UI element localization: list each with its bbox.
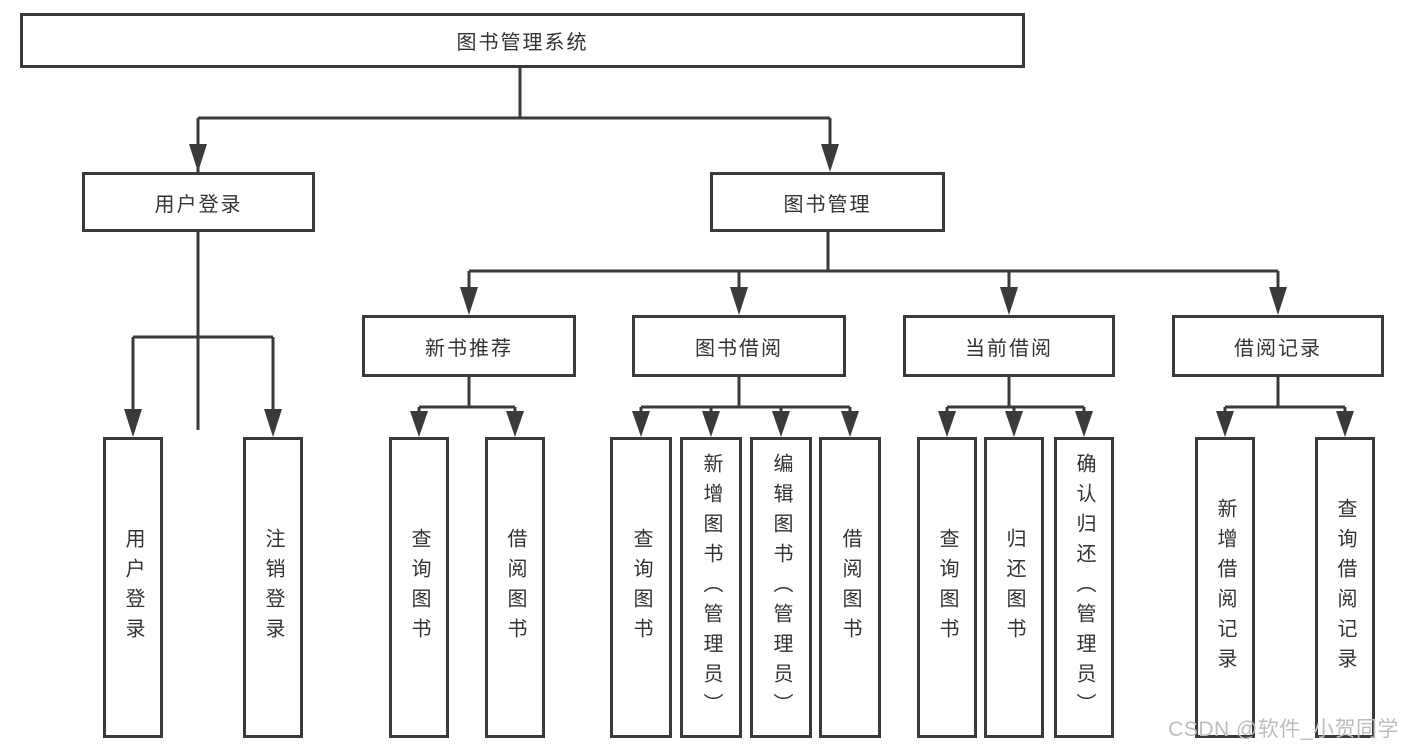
node-user-login: 用户登录: [82, 172, 315, 232]
node-borrow-records: 借阅记录: [1172, 315, 1384, 377]
leaf-add-borrow-record: 新增借阅记录: [1195, 437, 1255, 738]
leaf-label: 编辑图书（管理员）: [770, 452, 792, 723]
leaf-label: 查询图书: [630, 527, 652, 648]
leaf-label: 用户登录: [122, 527, 144, 648]
leaf-query-borrow-record: 查询借阅记录: [1315, 437, 1375, 738]
leaf-label: 注销登录: [262, 527, 284, 648]
leaf-label: 归还图书: [1003, 527, 1025, 648]
leaf-logout: 注销登录: [243, 437, 303, 738]
connector-current-to-leaves: [938, 377, 1093, 437]
leaf-edit-books-admin: 编辑图书（管理员）: [750, 437, 812, 738]
leaf-label: 查询借阅记录: [1334, 497, 1356, 678]
connector-borrow-to-leaves: [632, 377, 859, 437]
node-root-library-system: 图书管理系统: [20, 13, 1025, 68]
connector-book-mgmt-to-level3: [460, 232, 1287, 315]
connector-records-to-leaves: [1216, 377, 1354, 437]
leaf-label: 借阅图书: [839, 527, 861, 648]
leaf-query-books-3: 查询图书: [917, 437, 977, 738]
leaf-label: 新增借阅记录: [1214, 497, 1236, 678]
leaf-add-books-admin: 新增图书（管理员）: [680, 437, 742, 738]
leaf-label: 查询图书: [936, 527, 958, 648]
leaf-return-books: 归还图书: [984, 437, 1044, 738]
leaf-label: 查询图书: [408, 527, 430, 648]
csdn-watermark: CSDN @软件_小贺同学: [1168, 718, 1399, 741]
leaf-query-books-1: 查询图书: [389, 437, 449, 738]
leaf-label: 新增图书（管理员）: [700, 452, 722, 723]
node-new-book-recommend: 新书推荐: [362, 315, 576, 377]
node-book-management: 图书管理: [710, 172, 945, 232]
node-current-borrow: 当前借阅: [903, 315, 1115, 377]
leaf-query-books-2: 查询图书: [610, 437, 672, 738]
leaf-user-login: 用户登录: [103, 437, 163, 738]
leaf-borrow-books-2: 借阅图书: [819, 437, 881, 738]
leaf-label: 确认归还（管理员）: [1073, 452, 1095, 723]
connector-user-login-to-leaves: [124, 232, 282, 437]
node-book-borrow: 图书借阅: [632, 315, 846, 377]
connector-new-books-to-leaves: [410, 377, 524, 437]
leaf-label: 借阅图书: [504, 527, 526, 648]
leaf-borrow-books-1: 借阅图书: [485, 437, 545, 738]
leaf-confirm-return-admin: 确认归还（管理员）: [1054, 437, 1114, 738]
